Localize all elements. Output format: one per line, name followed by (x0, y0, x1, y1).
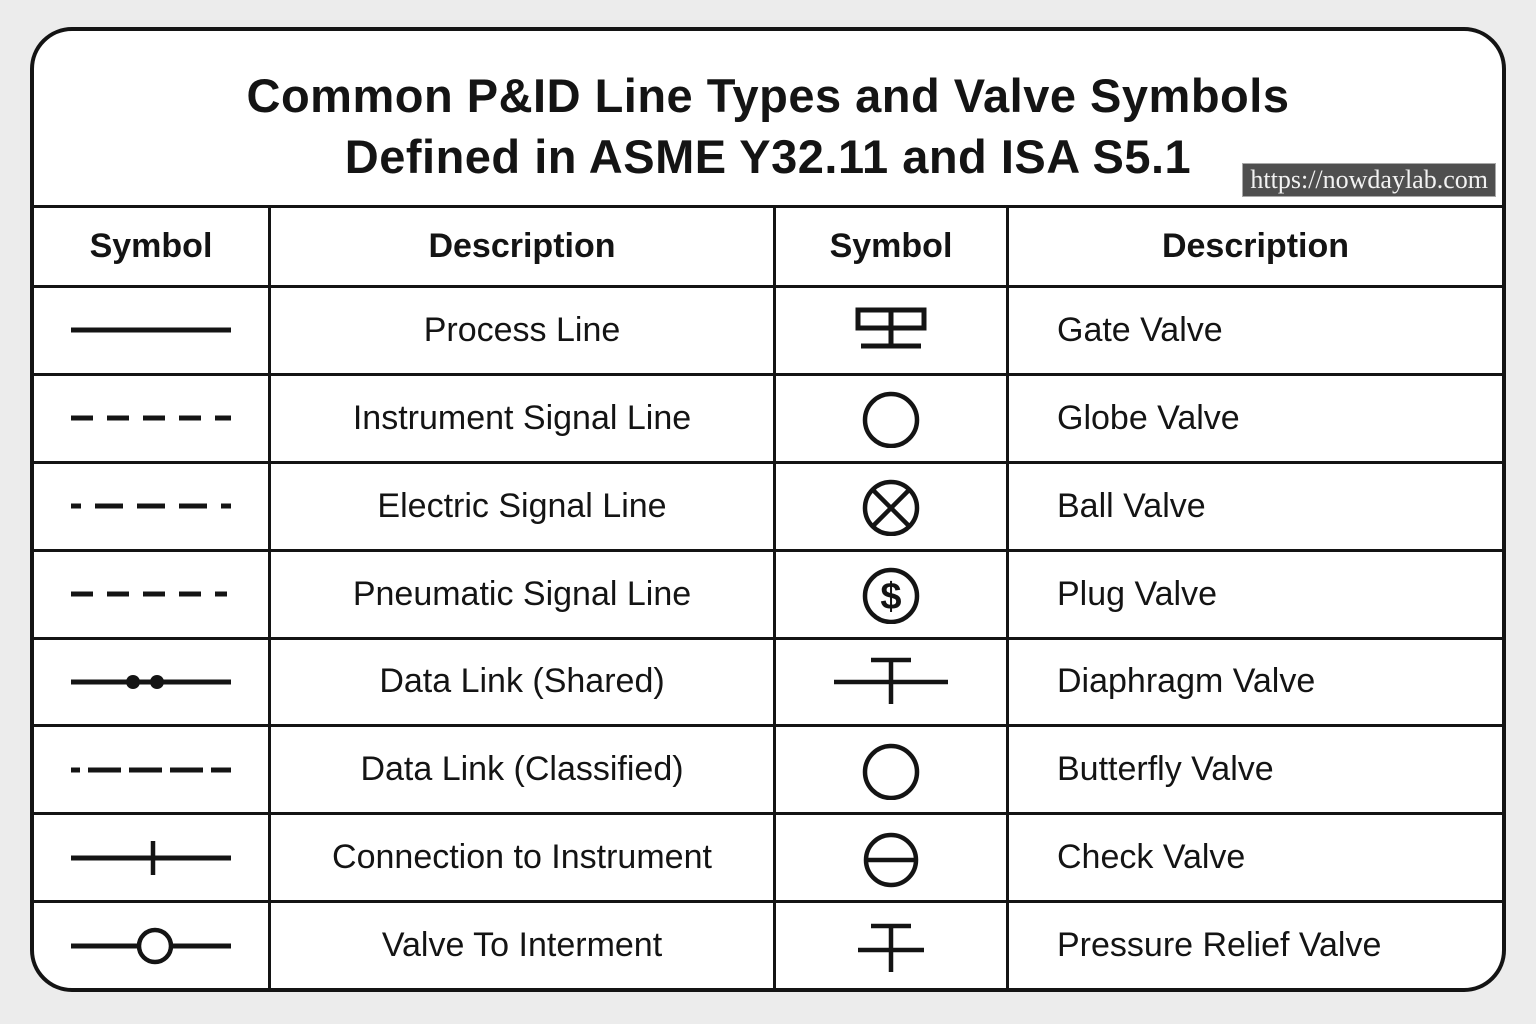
electric-signal-dash-dot-icon (71, 503, 231, 509)
gate-valve-icon (855, 307, 927, 349)
line-description-cell: Data Link (Shared) (268, 636, 773, 725)
valve-to-interment-icon (71, 927, 231, 964)
line-symbol-cell (34, 285, 268, 373)
valve-description-cell: Pressure Relief Valve (1006, 900, 1502, 988)
line-symbol-cell (34, 548, 268, 637)
valve-description-cell: Butterfly Valve (1006, 724, 1502, 813)
line-description-cell: Process Line (268, 285, 773, 373)
globe-valve-icon (862, 392, 920, 449)
valve-symbol-cell (773, 724, 1006, 813)
butterfly-valve-icon (862, 743, 920, 800)
valve-description-cell: Plug Valve (1006, 548, 1502, 637)
valve-description-cell: Ball Valve (1006, 460, 1502, 549)
pressure-relief-valve-icon (858, 923, 924, 972)
plug-valve-icon: $ (862, 567, 920, 625)
valve-symbol-cell: $ (773, 548, 1006, 637)
line-symbol-cell (34, 900, 268, 988)
column-header-valve-description: Description (1006, 205, 1502, 285)
page-title: Common P&ID Line Types and Valve Symbols… (34, 31, 1502, 187)
valve-description-cell: Diaphragm Valve (1006, 636, 1502, 725)
line-description-cell: Electric Signal Line (268, 460, 773, 549)
valve-symbol-cell (773, 900, 1006, 988)
line-description-cell: Pneumatic Signal Line (268, 548, 773, 637)
line-symbol-cell (34, 724, 268, 812)
check-valve-icon (863, 832, 919, 887)
page-title-line2: Defined in ASME Y32.11 and ISA S5.1 (344, 130, 1192, 183)
ball-valve-icon (862, 479, 920, 537)
valve-description-cell: Check Valve (1006, 812, 1502, 901)
instrument-signal-dashed-icon (71, 415, 231, 421)
line-description-cell: Connection to Instrument (268, 812, 773, 901)
data-link-classified-icon (71, 767, 231, 773)
line-description-cell: Data Link (Classified) (268, 724, 773, 813)
line-description-cell: Instrument Signal Line (268, 372, 773, 461)
column-header-line-description: Description (268, 205, 773, 285)
line-symbol-cell (34, 812, 268, 900)
process-line-solid-icon (71, 327, 231, 333)
column-header-line-symbol: Symbol (34, 205, 268, 285)
valve-symbol-cell (773, 460, 1006, 549)
line-symbol-cell (34, 636, 268, 725)
svg-text:$: $ (880, 576, 901, 618)
line-description-cell: Valve To Interment (268, 900, 773, 988)
data-link-shared-icon (71, 674, 231, 689)
valve-symbol-cell (773, 372, 1006, 461)
pneumatic-signal-dashed-icon (71, 591, 227, 597)
symbols-table: Symbol Description Symbol Description Pr… (34, 205, 1502, 988)
line-symbol-cell (34, 372, 268, 461)
diaphragm-valve-icon (834, 657, 948, 704)
line-symbol-cell (34, 460, 268, 549)
watermark-url: https://nowdaylab.com (1242, 163, 1496, 197)
connection-to-instrument-icon (71, 840, 231, 875)
column-header-valve-symbol: Symbol (773, 205, 1006, 285)
page-title-line1: Common P&ID Line Types and Valve Symbols (246, 69, 1290, 122)
valve-symbol-cell (773, 812, 1006, 901)
valve-symbol-cell (773, 285, 1006, 373)
valve-description-cell: Globe Valve (1006, 372, 1502, 461)
reference-card: Common P&ID Line Types and Valve Symbols… (30, 27, 1506, 992)
valve-description-cell: Gate Valve (1006, 285, 1502, 373)
valve-symbol-cell (773, 636, 1006, 725)
